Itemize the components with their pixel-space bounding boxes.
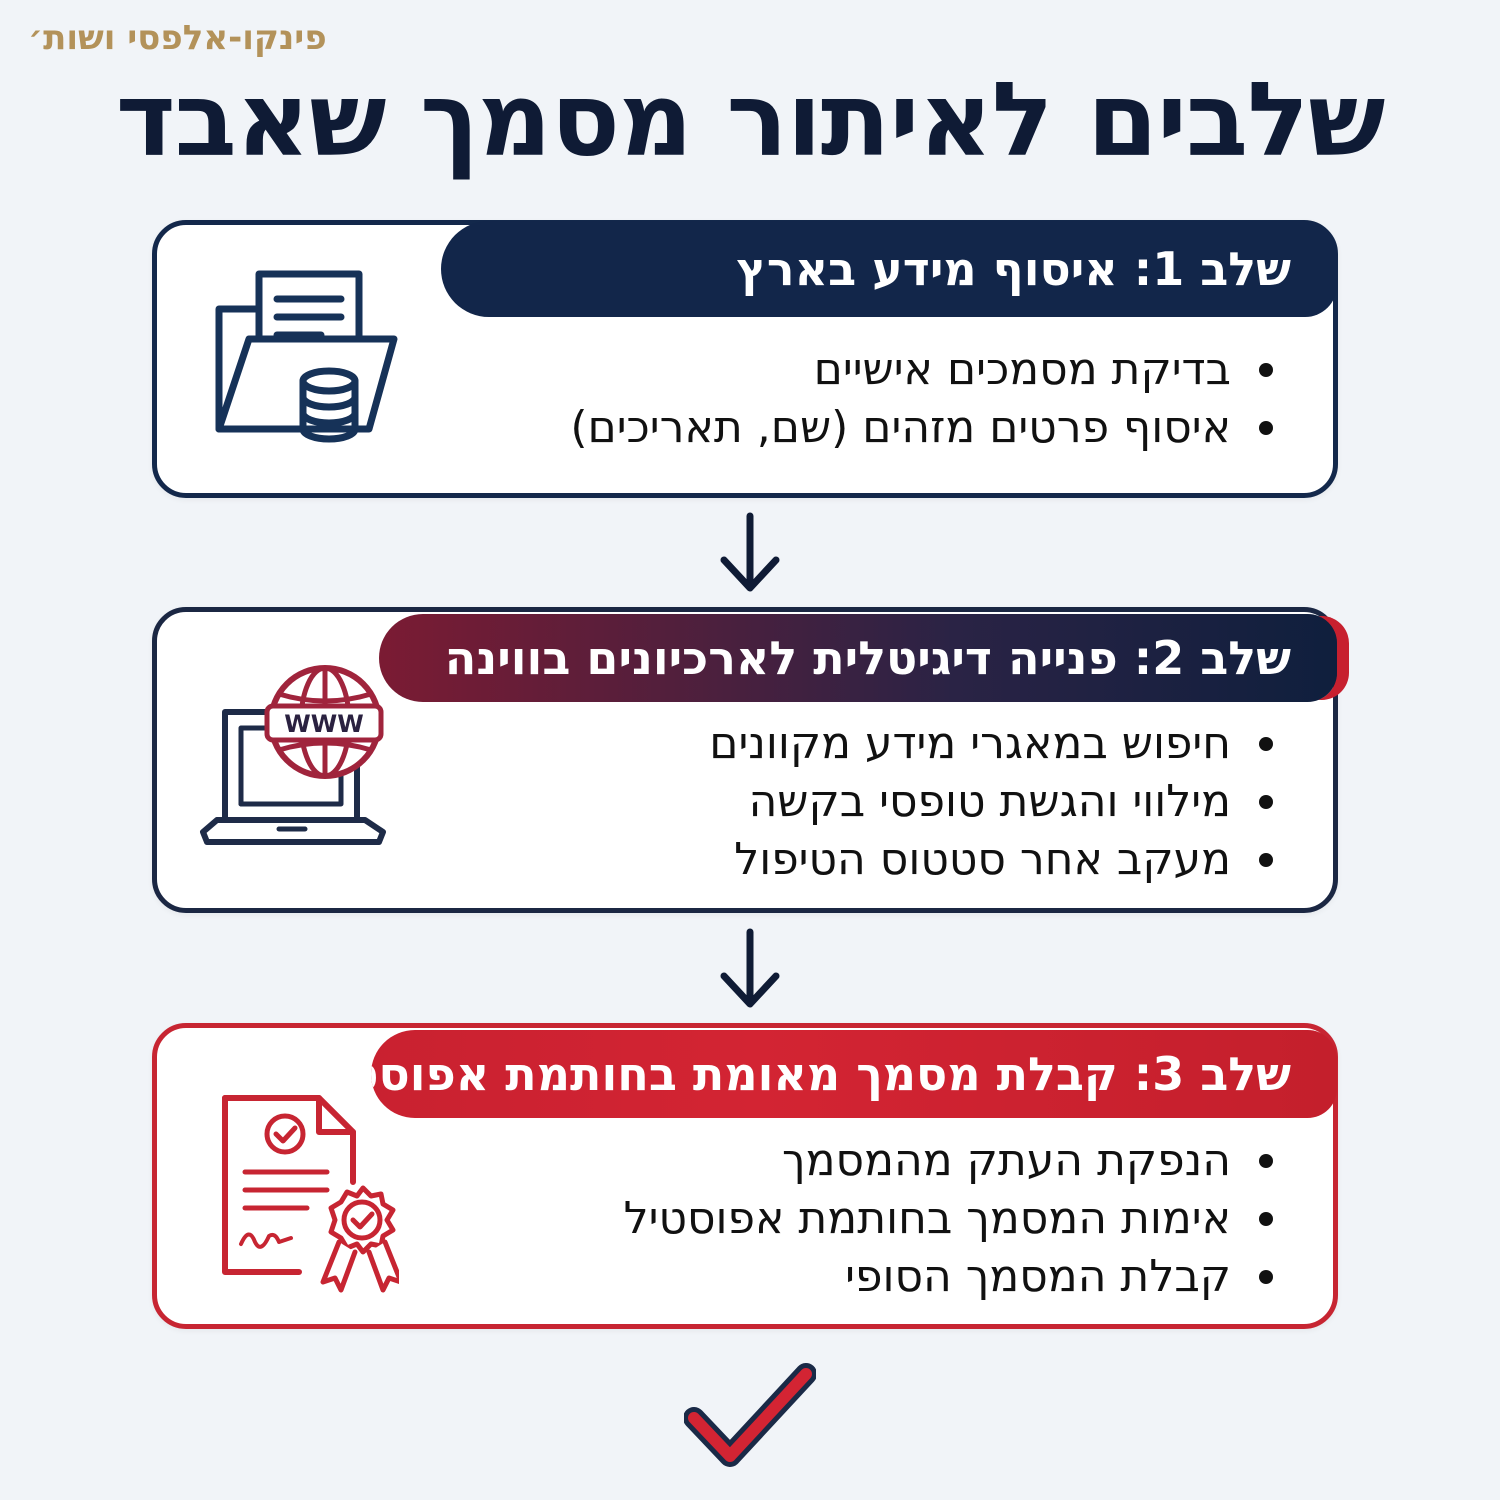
certificate-seal-icon [222, 1095, 399, 1293]
step-heading-1: שלב 1: איסוף מידע בארץ [441, 221, 1337, 317]
list-item: מילווי והגשת טופסי בקשה [709, 773, 1273, 831]
bullet-text: אימות המסמך בחותמת אפוסטיל [623, 1193, 1231, 1244]
checkmark-icon [684, 1363, 816, 1467]
arrow-down-icon [720, 928, 780, 1008]
bullet-dot [1259, 421, 1273, 435]
bullet-text: הנפקת העתק מהמסמך [782, 1135, 1231, 1186]
bullet-dot [1259, 1212, 1273, 1226]
www-label: WWW [284, 710, 363, 738]
step-card-2: שלב 2: פנייה דיגיטלית לארכיונים בווינה ח… [152, 607, 1338, 913]
bullet-dot [1259, 795, 1273, 809]
step-bullets-1: בדיקת מסמכים אישיים איסוף פרטים מזהים (ש… [570, 341, 1273, 457]
list-item: קבלת המסמך הסופי [624, 1248, 1273, 1306]
bullet-dot [1259, 1270, 1273, 1284]
folder-database-icon [215, 270, 398, 443]
arrow-down-icon [720, 512, 780, 592]
brand-logo-text: פינקו-אלפסי ושות׳ [28, 18, 327, 58]
step-card-1: שלב 1: איסוף מידע בארץ בדיקת מסמכים אישי… [152, 220, 1338, 498]
page-title: שלבים לאיתור מסמך שאבד [115, 61, 1386, 180]
laptop-globe-icon: WWW [200, 665, 386, 845]
bullet-text: מילווי והגשת טופסי בקשה [748, 776, 1231, 827]
list-item: חיפוש במאגרי מידע מקוונים [709, 715, 1273, 773]
list-item: בדיקת מסמכים אישיים [570, 341, 1273, 399]
list-item: מעקב אחר סטטוס הטיפול [709, 831, 1273, 889]
list-item: אימות המסמך בחותמת אפוסטיל [624, 1190, 1273, 1248]
step-heading-3: שלב 3: קבלת מסמך מאומת בחותמת אפוסטיל [371, 1030, 1337, 1118]
bullet-text: מעקב אחר סטטוס הטיפול [734, 834, 1231, 885]
bullet-dot [1259, 853, 1273, 867]
list-item: איסוף פרטים מזהים (שם, תאריכים) [570, 399, 1273, 457]
step-heading-2: שלב 2: פנייה דיגיטלית לארכיונים בווינה [379, 614, 1337, 702]
step-bullets-2: חיפוש במאגרי מידע מקוונים מילווי והגשת ט… [709, 715, 1273, 889]
bullet-text: בדיקת מסמכים אישיים [813, 344, 1231, 395]
bullet-dot [1259, 737, 1273, 751]
step-bullets-3: הנפקת העתק מהמסמך אימות המסמך בחותמת אפו… [624, 1132, 1273, 1306]
bullet-dot [1259, 363, 1273, 377]
list-item: הנפקת העתק מהמסמך [624, 1132, 1273, 1190]
bullet-text: חיפוש במאגרי מידע מקוונים [709, 718, 1231, 769]
bullet-dot [1259, 1154, 1273, 1168]
step-card-3: שלב 3: קבלת מסמך מאומת בחותמת אפוסטיל הנ… [152, 1023, 1338, 1329]
bullet-text: איסוף פרטים מזהים (שם, תאריכים) [570, 402, 1231, 453]
bullet-text: קבלת המסמך הסופי [845, 1251, 1231, 1302]
